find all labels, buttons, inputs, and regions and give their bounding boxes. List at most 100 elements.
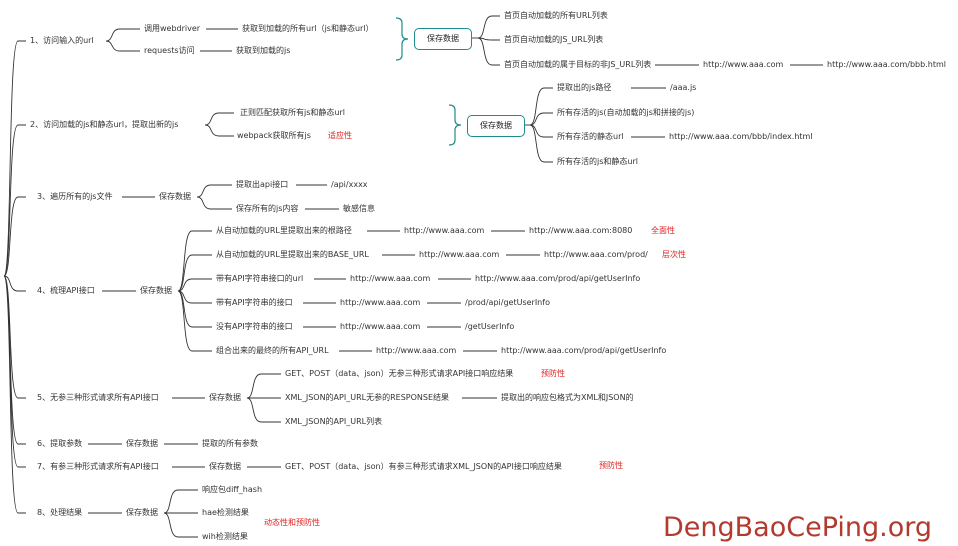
branch-5-row-2: XML_JSON的API_URL无参的RESPONSE结果 <box>285 393 450 402</box>
branch-2-save-item-3-value: http://www.aaa.com/bbb/index.html <box>669 132 813 141</box>
b2-save-fork-1 <box>529 112 553 126</box>
b1-fork-0 <box>105 28 140 42</box>
branch-4-row-1-b: http://www.aaa.com:8080 <box>529 226 633 235</box>
branch-4-row-2-b: http://www.aaa.com/prod/ <box>544 250 648 259</box>
b1-save-fork-2 <box>477 37 500 66</box>
branch-4-row-5-a: http://www.aaa.com <box>340 322 421 331</box>
b2-save-fork-2 <box>529 124 553 138</box>
branch-2-save-item-3: 所有存活的静态url <box>557 132 624 141</box>
branch-7-value: GET、POST（data、json）有参三种形式请求XML_JSON的API接… <box>285 462 562 471</box>
b4-fork-1 <box>177 254 212 292</box>
watermark-text: DengBaoCePing.org <box>663 512 933 543</box>
branch-1-save-item-1: 首页自动加载的所有URL列表 <box>504 11 608 20</box>
b1-save-fork-1 <box>477 37 500 41</box>
branch-8-label: 8、处理结果 <box>37 508 83 517</box>
b2-save-fork-0 <box>529 87 553 126</box>
branch-8-row-1: 响应包diff_hash <box>202 485 263 494</box>
branch-4-row-4-b: /prod/api/getUserInfo <box>465 298 550 307</box>
branch-2-tag-adaptability: 适应性 <box>328 131 352 140</box>
branch-1-webdriver: 调用webdriver <box>144 24 201 33</box>
b2-bracket-left <box>448 104 462 146</box>
branch-3-sensitive: 敏感信息 <box>343 204 375 213</box>
branch-4-row-5-b: /getUserInfo <box>465 322 515 331</box>
root-branch-7 <box>3 275 26 514</box>
b4-fork-2 <box>177 278 212 292</box>
branch-4-row-4: 带有API字符串的接口 <box>216 298 293 307</box>
branch-4-tag-comprehensive: 全面性 <box>651 226 675 235</box>
b2-fork-0 <box>204 112 234 126</box>
branch-3-label: 3、遍历所有的js文件 <box>37 192 113 201</box>
branch-6-value: 提取的所有参数 <box>202 439 258 448</box>
branch-4-row-5: 没有API字符串的接口 <box>216 322 293 331</box>
branch-4-row-6: 组合出来的最终的所有API_URL <box>216 346 329 355</box>
branch-4-row-6-b: http://www.aaa.com/prod/api/getUserInfo <box>501 346 667 355</box>
branch-2-label: 2、访问加载的js和静态url，提取出新的js <box>30 120 179 129</box>
branch-1-save-box: 保存数据 <box>414 28 472 50</box>
branch-7-tag-preventive: 预防性 <box>599 461 623 470</box>
b3-fork-1 <box>196 196 232 210</box>
branch-3-api-value: /api/xxxx <box>331 180 368 189</box>
branch-1-save-item-3-url-1: http://www.aaa.com <box>703 60 784 69</box>
branch-3-api: 提取出api接口 <box>236 180 289 189</box>
branch-4-row-3: 带有API字符串接口的url <box>216 274 304 283</box>
branch-1-requests: requests访问 <box>144 46 195 55</box>
branch-4-row-2: 从自动加载的URL里提取出来的BASE_URL <box>216 250 369 259</box>
branch-5-row-2-value: 提取出的响应包格式为XML和JSON的 <box>501 393 634 402</box>
branch-4-row-3-b: http://www.aaa.com/prod/api/getUserInfo <box>475 274 641 283</box>
b4-fork-0 <box>177 230 212 292</box>
b2-save-fork-3 <box>529 124 553 163</box>
branch-8-save: 保存数据 <box>126 508 158 517</box>
b5-fork-2 <box>246 397 281 423</box>
b1-fork-1 <box>105 40 140 52</box>
branch-4-row-6-a: http://www.aaa.com <box>376 346 457 355</box>
branch-6-label: 6、提取参数 <box>37 439 83 448</box>
branch-5-save: 保存数据 <box>209 393 241 402</box>
root-branch-3 <box>3 275 26 292</box>
root-branch-0 <box>3 40 26 277</box>
branch-2-save-item-1-value: /aaa.js <box>670 83 697 92</box>
branch-7-label: 7、有参三种形式请求所有API接口 <box>37 462 159 471</box>
branch-4-label: 4、梳理API接口 <box>37 286 95 295</box>
branch-2-save-item-2: 所有存活的js(自动加载的js和拼接的js) <box>557 108 695 117</box>
branch-1-save-item-2: 首页自动加载的JS_URL列表 <box>504 35 604 44</box>
branch-4-row-1: 从自动加载的URL里提取出来的根路径 <box>216 226 352 235</box>
b3-fork-0 <box>196 184 232 198</box>
branch-4-row-4-a: http://www.aaa.com <box>340 298 421 307</box>
branch-3-content: 保存所有的js内容 <box>236 204 299 213</box>
branch-8-row-2: hae检测结果 <box>202 508 249 517</box>
branch-8-row-3: wih检测结果 <box>202 532 248 541</box>
branch-1-label: 1、访问输入的url <box>30 36 94 45</box>
branch-4-save: 保存数据 <box>140 286 172 295</box>
branch-3-save: 保存数据 <box>159 192 191 201</box>
b8-fork-2 <box>163 512 198 538</box>
root-branch-2 <box>3 196 26 277</box>
branch-4-tag-hierarchy: 层次性 <box>662 250 686 259</box>
b1-save-fork-0 <box>477 15 500 39</box>
branch-1-save-item-3: 首页自动加载的属于目标的非JS_URL列表 <box>504 60 652 69</box>
b5-fork-0 <box>246 373 281 399</box>
branch-5-row-1: GET、POST（data、json）无参三种形式请求API接口响应结果 <box>285 369 514 378</box>
branch-1-save-item-3-url-2: http://www.aaa.com/bbb.html <box>827 60 946 69</box>
branch-5-row-3: XML_JSON的API_URL列表 <box>285 417 383 426</box>
branch-1-webdriver-result: 获取到加载的所有url（js和静态url） <box>242 24 374 33</box>
b8-fork-0 <box>163 489 198 514</box>
branch-4-row-3-a: http://www.aaa.com <box>350 274 431 283</box>
branch-4-row-1-a: http://www.aaa.com <box>404 226 485 235</box>
branch-7-save: 保存数据 <box>209 462 241 471</box>
branch-2-save-box: 保存数据 <box>467 115 525 137</box>
b4-fork-5 <box>177 290 212 352</box>
branch-4-row-2-a: http://www.aaa.com <box>419 250 500 259</box>
branch-5-label: 5、无参三种形式请求所有API接口 <box>37 393 159 402</box>
branch-2-save-item-4: 所有存活的js和静态url <box>557 157 638 166</box>
branch-8-tag-dynamic-preventive: 动态性和预防性 <box>264 518 320 527</box>
root-branch-1 <box>3 124 26 277</box>
branch-2-webpack: webpack获取所有js <box>237 131 311 140</box>
b2-fork-1 <box>204 124 234 137</box>
branch-2-regex: 正则匹配获取所有js和静态url <box>240 108 345 117</box>
branch-5-tag-preventive: 预防性 <box>541 369 565 378</box>
branch-1-requests-result: 获取到加载的js <box>236 46 291 55</box>
branch-2-save-item-1: 提取出的js路径 <box>557 83 612 92</box>
branch-6-save: 保存数据 <box>126 439 158 448</box>
